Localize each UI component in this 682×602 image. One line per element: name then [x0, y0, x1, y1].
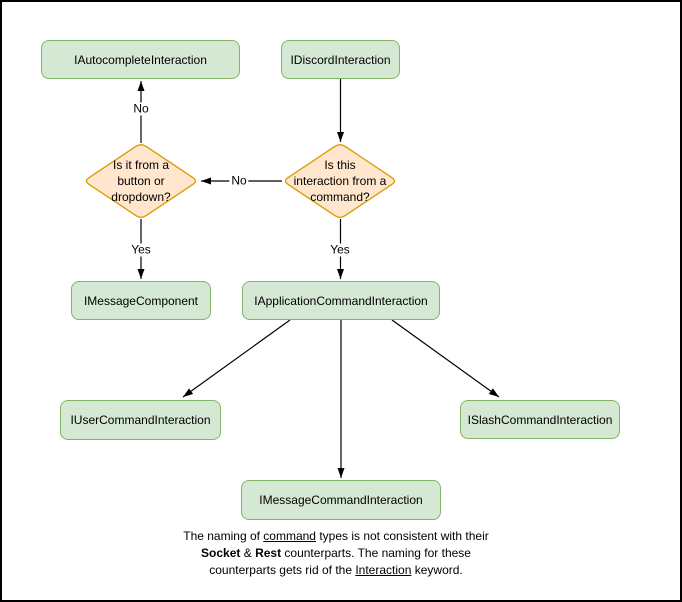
- edge-application-command-to-user-command: [182, 319, 291, 398]
- note-line-2: Socket & Rest counterparts. The naming f…: [201, 546, 471, 560]
- node-message-component: IMessageComponent: [71, 281, 211, 320]
- decision-line: command?: [310, 190, 370, 204]
- node-user-command-interaction: IUserCommandInteraction: [60, 400, 221, 440]
- naming-note: The naming of command types is not consi…: [136, 528, 536, 579]
- node-application-command-interaction: IApplicationCommandInteraction: [242, 281, 440, 320]
- node-discord-interaction: IDiscordInteraction: [281, 40, 400, 79]
- node-message-command-interaction: IMessageCommandInteraction: [241, 480, 441, 520]
- underlined-word-command: command: [263, 529, 316, 543]
- edge-application-command-to-slash-command: [391, 319, 500, 398]
- note-line-3: counterparts gets rid of the Interaction…: [209, 563, 463, 577]
- decision-label-button-dropdown: Is it from a button or dropdown?: [81, 157, 201, 205]
- bold-word-socket: Socket: [201, 546, 241, 560]
- edge-label-no-button-dropdown: No: [229, 173, 249, 188]
- node-slash-command-interaction: ISlashCommandInteraction: [460, 400, 620, 439]
- decision-diamond-button-dropdown: [85, 144, 197, 218]
- node-autocomplete-interaction: IAutocompleteInteraction: [41, 40, 240, 79]
- note-line-1: The naming of command types is not consi…: [183, 529, 489, 543]
- edge-label-yes-message-component: Yes: [129, 242, 153, 257]
- bold-word-rest: Rest: [255, 546, 282, 560]
- decision-line: dropdown?: [111, 190, 171, 204]
- decision-line: Is it from a: [112, 158, 169, 172]
- edge-label-no-autocomplete: No: [131, 101, 151, 116]
- decision-label-from-command: Is this interaction from a command?: [280, 157, 400, 205]
- decision-line: button or: [117, 174, 165, 188]
- edge-label-yes-application-command: Yes: [328, 242, 352, 257]
- decision-line: Is this: [324, 158, 356, 172]
- underlined-word-interaction: Interaction: [355, 563, 412, 577]
- decision-diamond-from-command: [284, 144, 396, 218]
- decision-line: interaction from a: [293, 174, 387, 188]
